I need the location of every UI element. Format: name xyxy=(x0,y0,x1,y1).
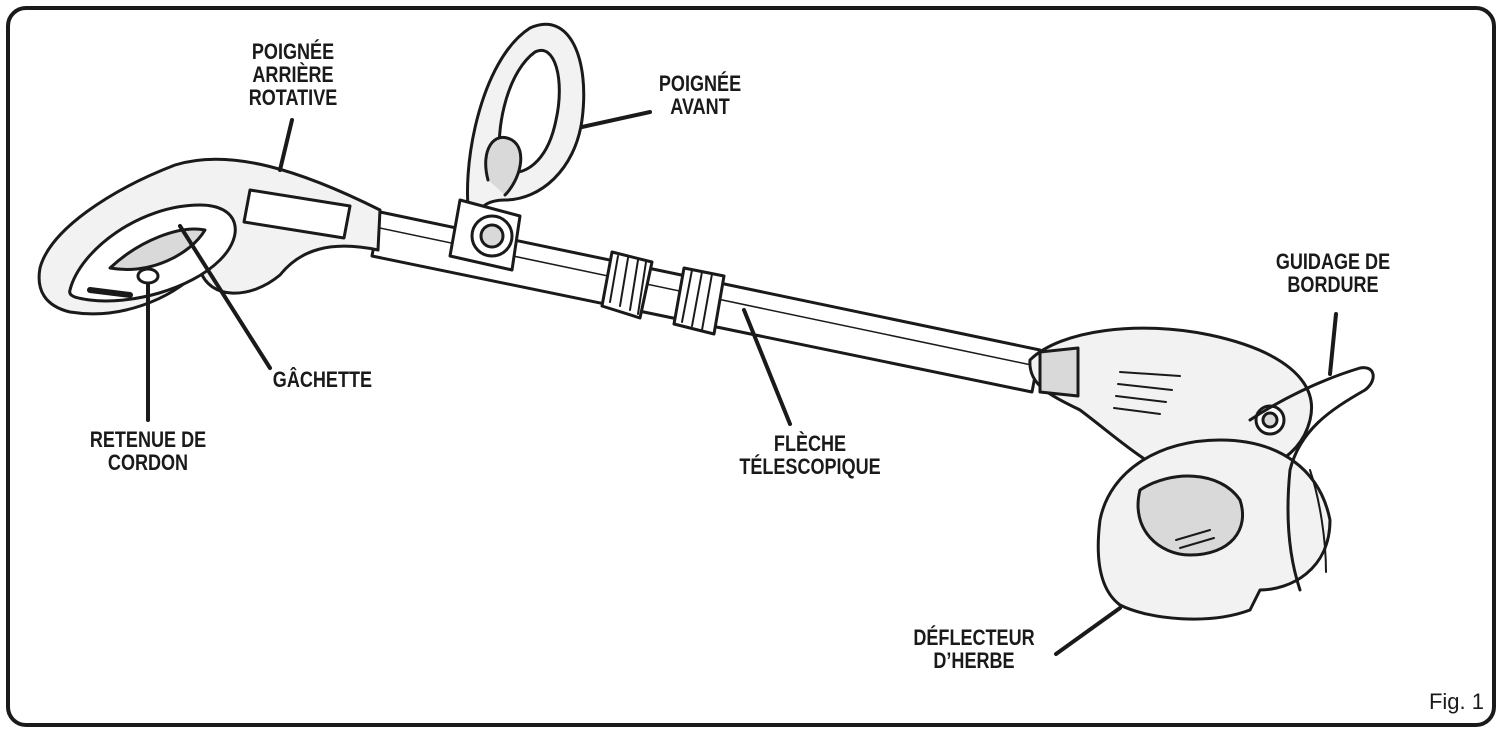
leader-edge-guide xyxy=(1328,312,1338,376)
trimmer-guard xyxy=(1096,438,1332,621)
handle-clamp-knob xyxy=(448,198,522,272)
leader-front-handle xyxy=(580,110,652,129)
label-edge-guide-line1: GUIDAGE DE xyxy=(1275,249,1391,274)
telescopic-collar xyxy=(600,250,726,336)
label-telescopic-boom: FLÈCHE TÉLESCOPIQUE xyxy=(736,432,884,478)
label-front-handle-line1: POIGNÉE xyxy=(658,71,742,96)
figure-number: Fig. 1 xyxy=(1428,689,1484,714)
label-telescopic-boom-line2: TÉLESCOPIQUE xyxy=(739,454,881,479)
label-edge-guide-line2: BORDURE xyxy=(1287,272,1379,297)
leader-rear-handle xyxy=(278,118,294,172)
label-front-handle-line2: AVANT xyxy=(670,94,730,119)
leader-lines xyxy=(146,110,1338,656)
leader-telescopic-boom xyxy=(742,308,792,426)
label-cord-retainer-line2: CORDON xyxy=(107,450,189,475)
label-rear-handle-line3: ROTATIVE xyxy=(248,85,338,110)
label-rear-handle-line1: POIGNÉE xyxy=(251,39,335,64)
label-trigger-line1: GÂCHETTE xyxy=(272,367,373,392)
label-rear-handle-line2: ARRIÈRE xyxy=(252,62,334,87)
label-rear-handle: POIGNÉE ARRIÈRE ROTATIVE xyxy=(240,40,347,109)
label-cord-retainer-line1: RETENUE DE xyxy=(89,427,207,452)
label-grass-deflector-line1: DÉFLECTEUR xyxy=(913,625,1035,650)
edge-guide-wire xyxy=(1248,366,1375,592)
label-edge-guide: GUIDAGE DE BORDURE xyxy=(1263,250,1402,296)
leader-grass-deflector xyxy=(1054,606,1122,656)
label-cord-retainer: RETENUE DE CORDON xyxy=(82,428,213,474)
label-grass-deflector-line2: D’HERBE xyxy=(933,648,1015,673)
label-trigger: GÂCHETTE xyxy=(272,367,373,392)
rear-handle-body xyxy=(37,157,382,316)
front-handle xyxy=(466,22,586,224)
leader-trigger xyxy=(178,224,272,370)
figure-frame xyxy=(6,6,1496,727)
label-telescopic-boom-line1: FLÈCHE xyxy=(773,431,847,456)
label-grass-deflector: DÉFLECTEUR D’HERBE xyxy=(900,626,1048,672)
label-front-handle: POIGNÉE AVANT xyxy=(651,72,749,118)
